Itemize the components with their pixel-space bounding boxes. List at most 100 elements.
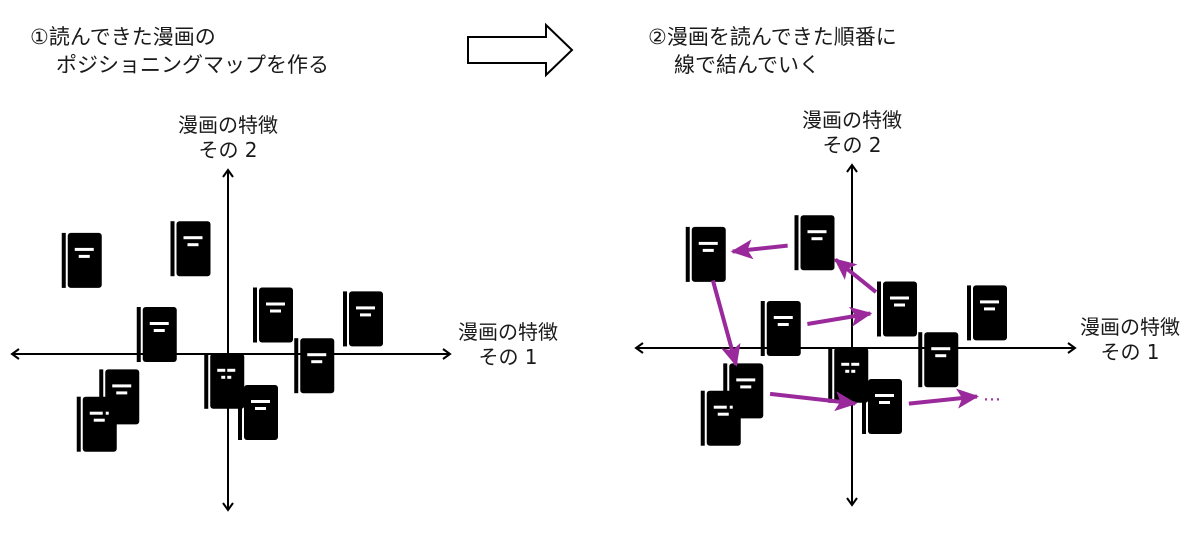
- manga-book-icon: [238, 385, 278, 440]
- manga-book-icon: [204, 353, 245, 409]
- manga-book-icon: [794, 215, 835, 271]
- manga-book-icon: [61, 232, 102, 288]
- book-mark: [105, 411, 109, 415]
- book-mark: [311, 360, 323, 364]
- manga-book-icon: [170, 221, 211, 277]
- book-mark: [713, 405, 727, 409]
- book-spine: [76, 396, 81, 452]
- book-mark: [935, 354, 947, 358]
- manga-book-icon: [685, 226, 726, 282]
- manga-book-icon: [294, 338, 335, 394]
- book-mark: [773, 316, 793, 319]
- book-cover: [868, 379, 902, 434]
- left-axis-x-label: 漫画の特徴 その 1: [438, 320, 578, 370]
- step1-title: ①読んできた漫画の ポジショニングマップを作る: [30, 23, 329, 79]
- book-mark: [112, 384, 132, 388]
- left-axis-y-label: 漫画の特徴 その 2: [158, 113, 298, 163]
- book-mark: [255, 407, 266, 410]
- book-mark: [187, 243, 199, 247]
- manga-book-icon: [760, 301, 801, 356]
- manga-book-icon: [343, 291, 383, 347]
- book-mark: [227, 368, 236, 372]
- step2-title-line1: ②漫画を読んできた順番に: [648, 25, 897, 49]
- left-axis-x-label-line2: その 1: [478, 345, 538, 369]
- book-spine: [204, 353, 209, 409]
- manga-book-icon: [828, 347, 869, 403]
- book-spine: [700, 390, 705, 446]
- book-spine: [685, 226, 690, 282]
- book-mark: [217, 368, 226, 372]
- manga-book-icon: [877, 281, 917, 337]
- book-mark: [845, 369, 850, 373]
- book-mark: [93, 418, 105, 422]
- book-cover: [800, 215, 835, 271]
- book-cover: [259, 287, 293, 343]
- right-block-arrow-icon: [467, 22, 574, 78]
- book-mark: [980, 300, 999, 304]
- book-spine: [862, 379, 866, 434]
- book-spine: [136, 307, 141, 362]
- book-cover: [924, 332, 959, 388]
- book-cover: [244, 385, 278, 440]
- left-axis-x-label-line1: 漫画の特徴: [458, 320, 558, 344]
- book-mark: [931, 347, 951, 351]
- book-mark: [851, 369, 856, 373]
- book-mark: [153, 329, 165, 332]
- right-axis-y-label-line2: その 2: [822, 133, 882, 157]
- step1-title-line2: ポジショニングマップを作る: [56, 53, 329, 77]
- book-mark: [227, 375, 232, 379]
- manga-book-icon: [700, 390, 741, 446]
- left-map: [10, 168, 452, 512]
- book-mark: [149, 322, 169, 325]
- continuation-ellipsis: …: [983, 385, 1001, 406]
- book-spine: [760, 301, 765, 356]
- book-spine: [294, 338, 299, 394]
- right-map: …: [634, 163, 1077, 507]
- book-cover: [67, 232, 102, 288]
- reading-order-arrow: [908, 388, 979, 409]
- step1-title-line1: ①読んできた漫画の: [30, 25, 216, 49]
- reading-order-arrow: [769, 391, 858, 412]
- book-mark: [875, 394, 894, 397]
- book-spine: [877, 281, 881, 337]
- right-axis-x-label-line2: その 1: [1100, 340, 1160, 364]
- book-mark: [851, 362, 860, 366]
- left-axis-y-label-line2: その 2: [198, 138, 258, 162]
- book-mark: [736, 378, 756, 382]
- book-mark: [811, 237, 823, 241]
- book-mark: [702, 248, 714, 252]
- manga-book-icon: [862, 379, 902, 434]
- book-spine: [253, 287, 257, 343]
- book-mark: [307, 353, 327, 357]
- book-mark: [894, 303, 905, 307]
- book-spine: [170, 221, 175, 277]
- book-cover: [142, 307, 177, 362]
- book-mark: [89, 411, 103, 415]
- book-mark: [841, 362, 850, 366]
- book-mark: [984, 307, 995, 311]
- book-mark: [360, 313, 371, 317]
- book-cover: [691, 226, 726, 282]
- reading-order-arrow: [710, 279, 741, 367]
- manga-book-icon: [967, 285, 1007, 341]
- manga-book-icon: [253, 287, 293, 343]
- reading-order-arrow: [730, 239, 788, 260]
- book-mark: [717, 412, 729, 416]
- book-cover: [834, 347, 869, 403]
- right-axis-y-label-line1: 漫画の特徴: [802, 108, 902, 132]
- book-spine: [967, 285, 971, 341]
- manga-book-icon: [76, 396, 117, 452]
- book-mark: [777, 323, 789, 326]
- book-mark: [807, 230, 827, 234]
- book-cover: [883, 281, 917, 337]
- book-cover: [176, 221, 211, 277]
- book-cover: [349, 291, 383, 347]
- book-mark: [356, 306, 375, 310]
- book-mark: [221, 375, 226, 379]
- right-axis-y-label: 漫画の特徴 その 2: [782, 108, 922, 158]
- book-cover: [82, 396, 117, 452]
- book-mark: [729, 405, 733, 409]
- book-spine: [238, 385, 242, 440]
